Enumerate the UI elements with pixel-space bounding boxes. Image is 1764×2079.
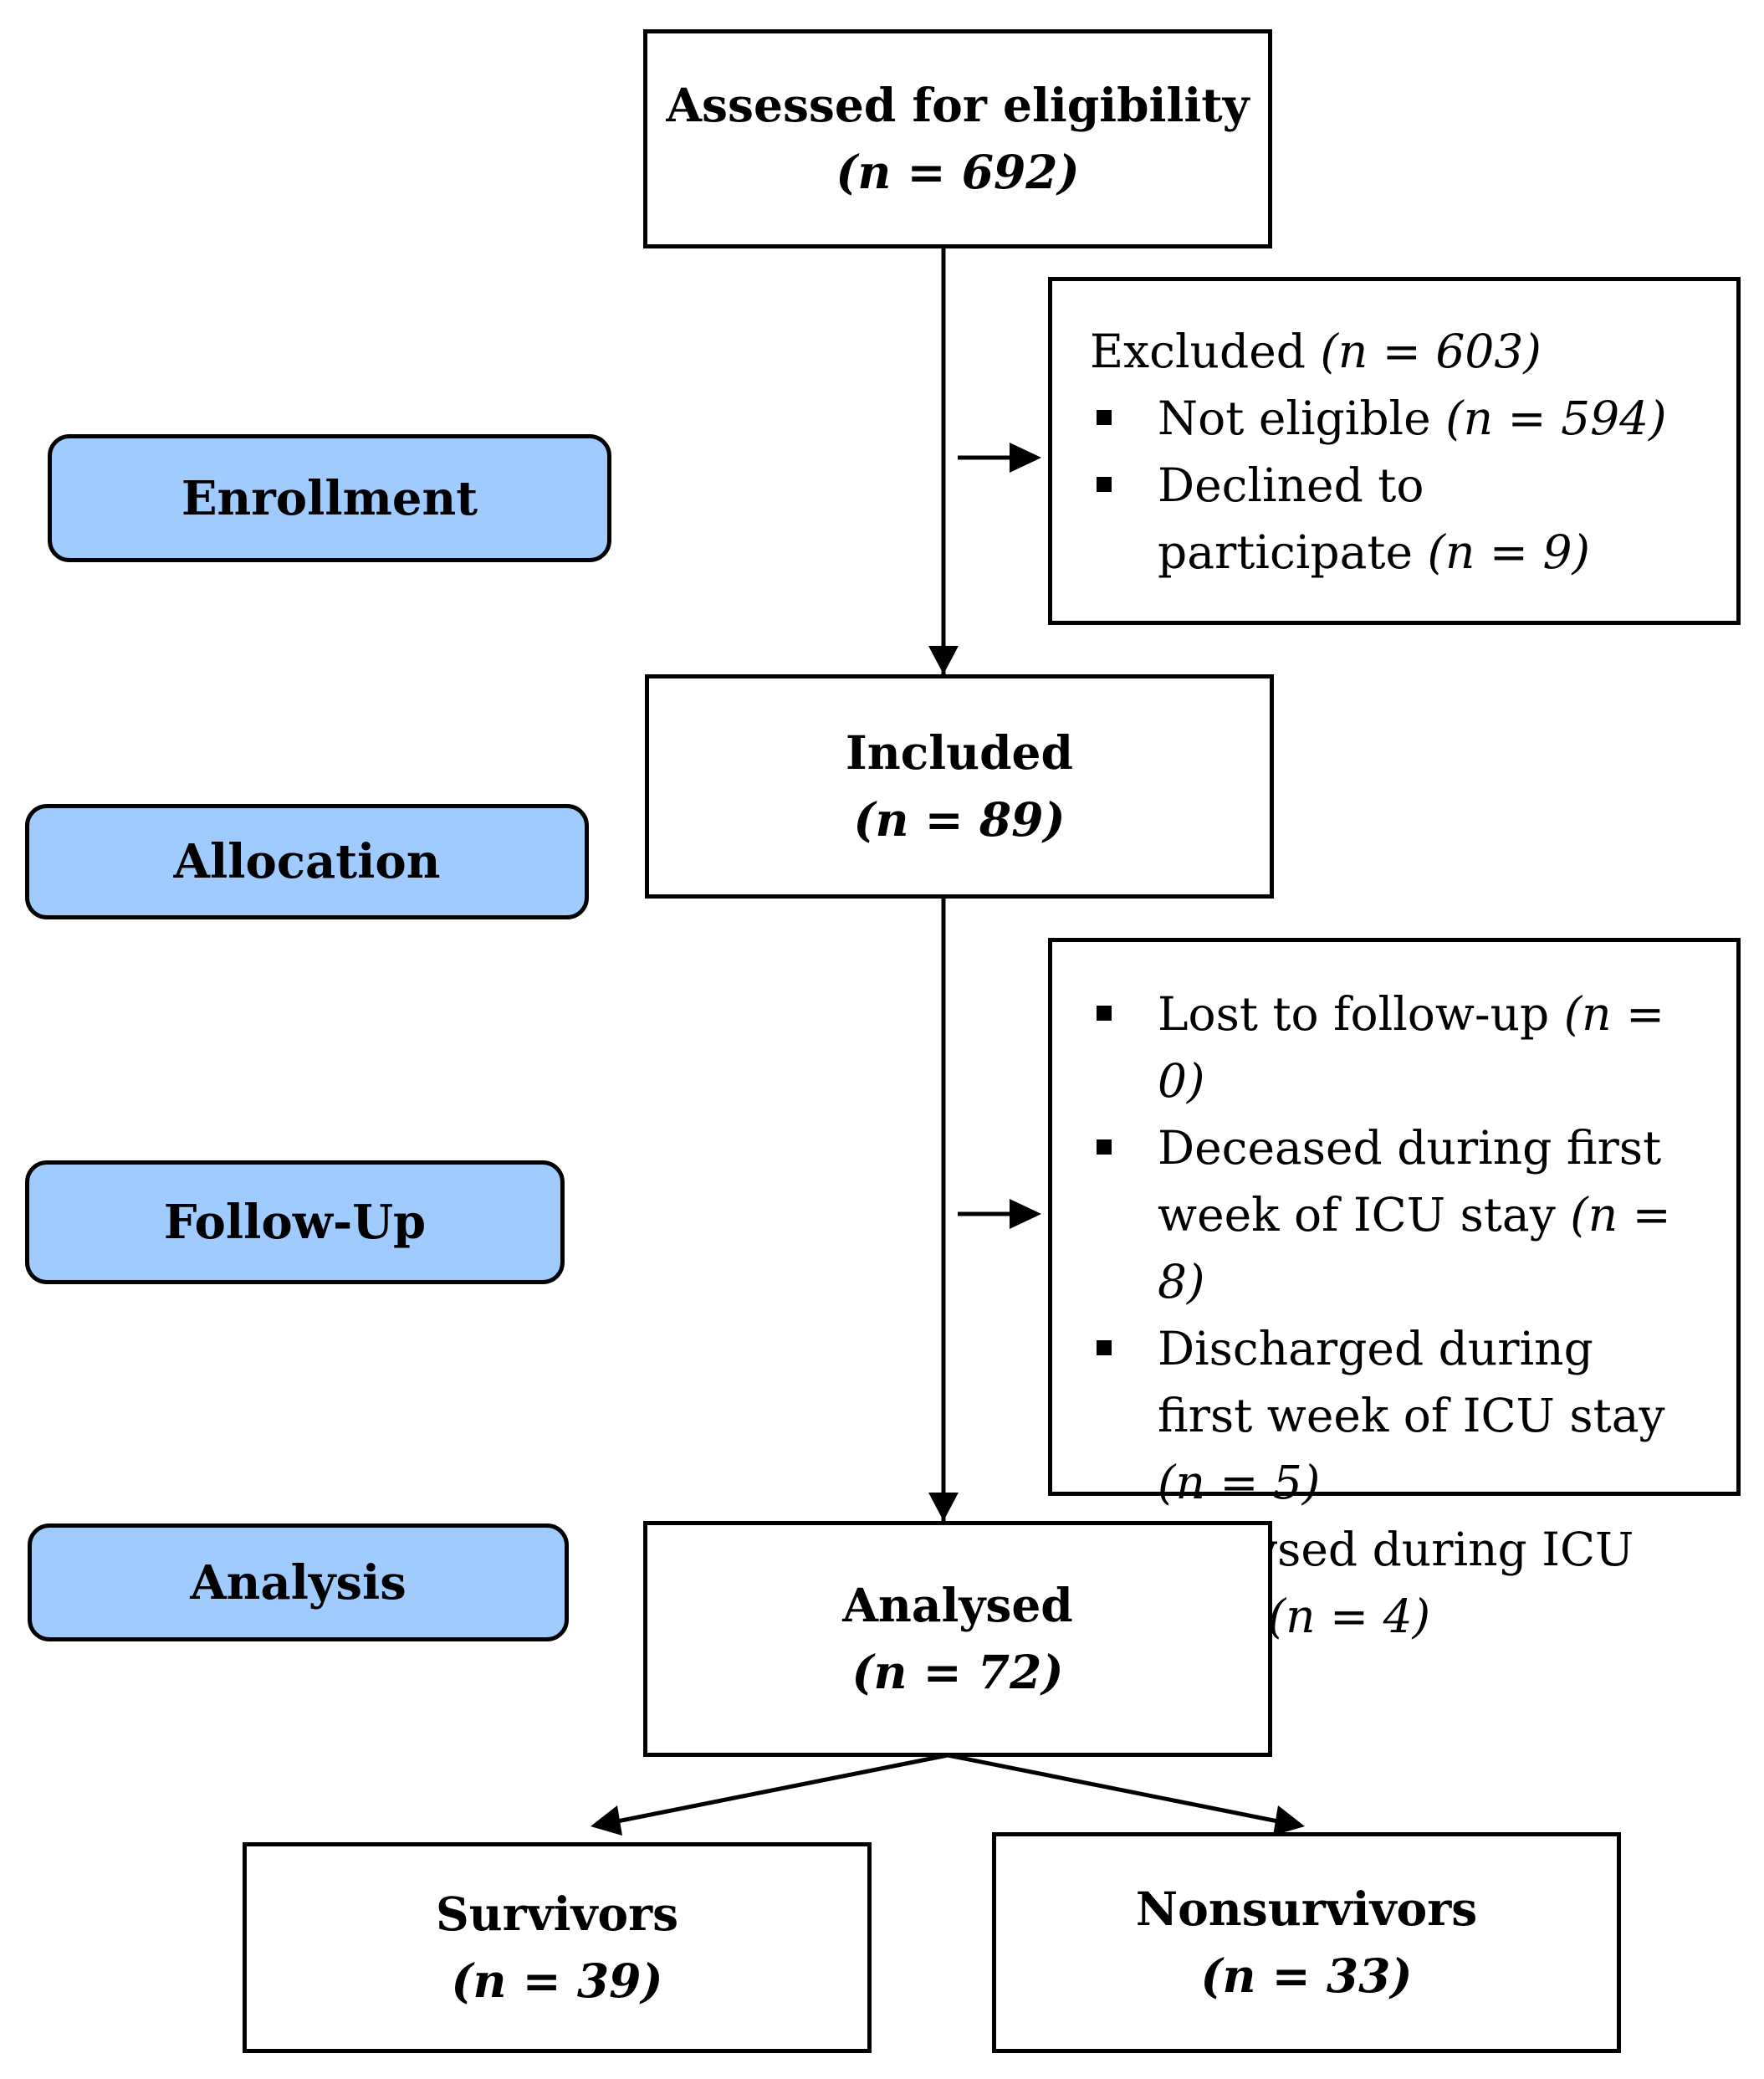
survivors-count: (n = 39): [451, 1954, 663, 2008]
analysed-title: Analysed: [842, 1578, 1073, 1632]
list-item: Discharged during first week of ICU stay…: [1090, 1315, 1686, 1516]
followup-losses-box: Lost to follow-up (n = 0) Deceased durin…: [1048, 938, 1741, 1643]
stage-followup: Follow-Up: [25, 1160, 565, 1284]
list-item: Declined to participate (n = 9): [1090, 452, 1720, 586]
arrowhead-analysed: [928, 1493, 959, 1521]
assessed-title: Assessed for eligibility: [666, 78, 1250, 132]
arrowhead-included: [928, 646, 959, 674]
included-box: Included (n = 89): [645, 674, 1274, 899]
survivors-box: Survivors (n = 39): [243, 1842, 872, 2053]
list-item: Lost to follow-up (n = 0): [1090, 981, 1686, 1114]
analysed-count: (n = 72): [851, 1645, 1064, 1699]
stage-enrollment: Enrollment: [48, 434, 611, 562]
arrowhead-excluded: [1010, 443, 1041, 473]
stage-enrollment-label: Enrollment: [181, 470, 478, 526]
arrow-to-survivors: [612, 1753, 948, 1825]
excluded-list: Not eligible (n = 594) Declined to parti…: [1090, 385, 1720, 586]
survivors-title: Survivors: [435, 1887, 679, 1941]
stage-analysis-label: Analysis: [190, 1554, 406, 1610]
list-item-text: Lost to follow-up: [1158, 987, 1550, 1041]
nonsurvivors-box: Nonsurvivors (n = 33): [992, 1832, 1621, 2053]
list-item-count: (n = 8): [1158, 1188, 1671, 1308]
excluded-box: Excluded (n = 603) Not eligible (n = 594…: [1048, 277, 1741, 625]
list-item-text: Declined to participate: [1158, 458, 1424, 579]
arrowhead-followup-losses: [1010, 1199, 1041, 1229]
excluded-heading: Excluded (n = 603): [1090, 318, 1720, 385]
stage-analysis: Analysis: [28, 1523, 569, 1641]
list-item: Deceased during first week of ICU stay (…: [1090, 1114, 1686, 1315]
list-item-text: Not eligible: [1158, 392, 1431, 445]
included-title: Included: [846, 725, 1073, 780]
followup-losses-list: Lost to follow-up (n = 0) Deceased durin…: [1090, 981, 1686, 1650]
arrowhead-survivors: [591, 1805, 622, 1836]
excluded-heading-text: Excluded: [1090, 325, 1306, 378]
list-item-count: (n = 0): [1158, 987, 1665, 1108]
arrow-to-nonsurvivors: [947, 1753, 1283, 1825]
list-item-count: (n = 9): [1427, 525, 1590, 579]
included-count: (n = 89): [853, 792, 1066, 847]
analysed-box: Analysed (n = 72): [643, 1521, 1272, 1757]
list-item-text: Deceased during first week of ICU stay: [1158, 1121, 1662, 1242]
stage-allocation: Allocation: [25, 804, 589, 919]
arrowhead-nonsurvivors: [1273, 1805, 1305, 1836]
list-item-text: Discharged during first week of ICU stay: [1158, 1322, 1665, 1442]
stage-followup-label: Follow-Up: [163, 1195, 427, 1250]
assessed-count: (n = 692): [836, 145, 1080, 199]
stage-allocation-label: Allocation: [173, 834, 441, 889]
assessed-box: Assessed for eligibility (n = 692): [643, 29, 1272, 248]
nonsurvivors-count: (n = 33): [1200, 1948, 1413, 2003]
list-item-count: (n = 594): [1445, 392, 1667, 445]
nonsurvivors-title: Nonsurvivors: [1135, 1882, 1478, 1936]
list-item-count: (n = 4): [1267, 1590, 1431, 1643]
list-item: Not eligible (n = 594): [1090, 385, 1720, 452]
list-item-count: (n = 5): [1158, 1456, 1321, 1509]
excluded-heading-count: (n = 603): [1320, 325, 1542, 378]
